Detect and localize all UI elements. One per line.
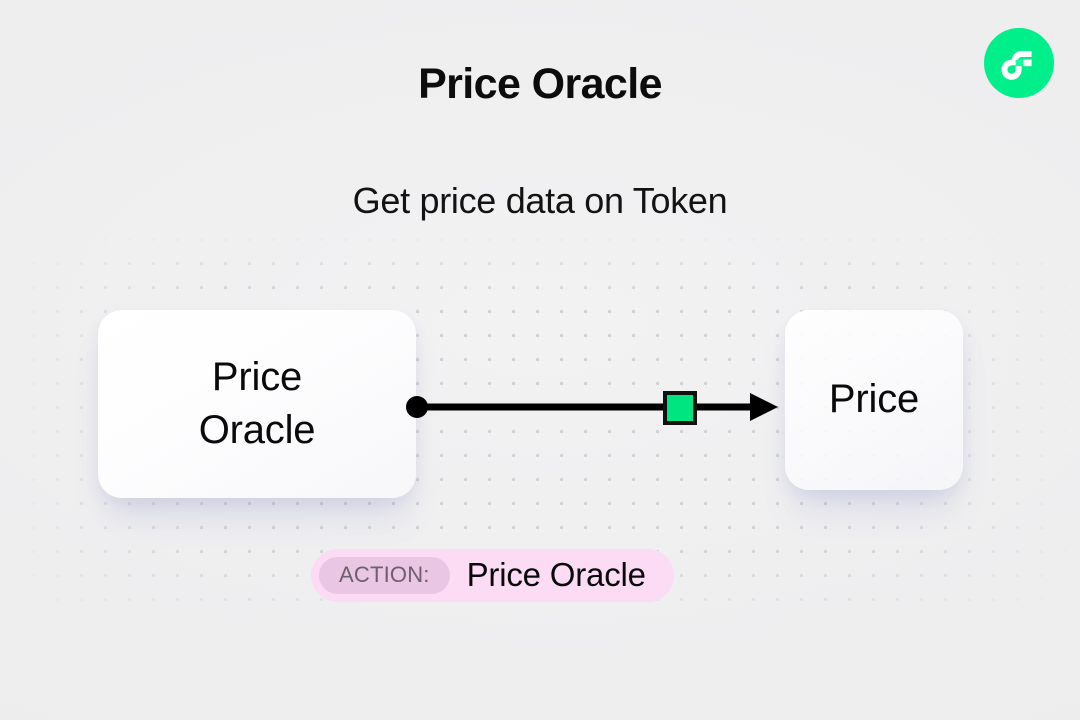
action-tag-label: ACTION: xyxy=(319,557,450,594)
action-badge[interactable]: ACTION: Price Oracle xyxy=(311,549,674,602)
action-value-label: Price Oracle xyxy=(466,556,646,593)
page-title: Price Oracle xyxy=(418,60,662,108)
connector-edge[interactable] xyxy=(400,375,795,439)
flow-logo xyxy=(984,28,1054,98)
page-subtitle: Get price data on Token xyxy=(352,180,728,221)
price-node-label: Price xyxy=(828,377,920,422)
edge-marker-square-icon[interactable] xyxy=(663,391,697,425)
price-node[interactable]: Price xyxy=(785,310,963,490)
price-oracle-node-label: Price Oracle xyxy=(198,354,316,452)
price-oracle-node[interactable]: Price Oracle xyxy=(98,310,416,498)
flow-logo-glyph xyxy=(1001,51,1032,80)
arrow-head-icon xyxy=(750,393,778,421)
